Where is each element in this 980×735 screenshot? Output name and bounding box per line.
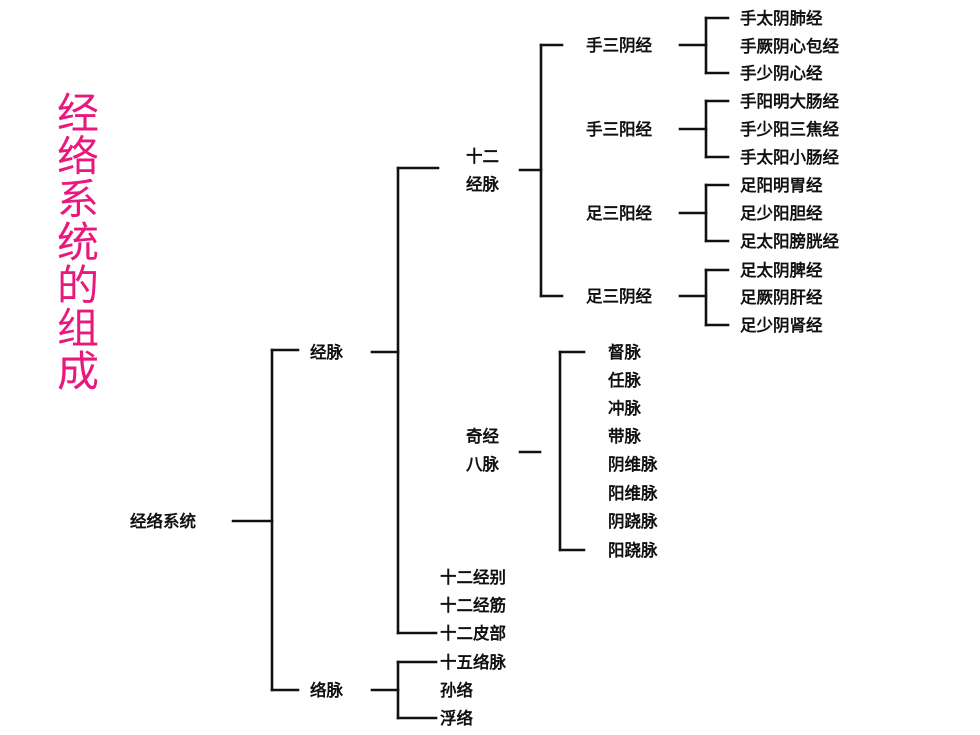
node-shou-san-yin: 手三阴经 [586, 35, 653, 55]
leaf-shou-shaoyang: 手少阳三焦经 [740, 119, 840, 139]
leaf-sun-luo: 孙络 [440, 680, 474, 700]
leaf-zu-shaoyang: 足少阳胆经 [740, 203, 823, 223]
leaf-shou-shaoyin: 手少阴心经 [740, 63, 823, 83]
leaf-zu-jueyin: 足厥阴肝经 [740, 287, 823, 307]
connector-lines [231, 16, 730, 720]
leaf-shier-jingjin: 十二经筋 [440, 595, 506, 615]
node-zu-san-yang: 足三阳经 [586, 203, 653, 223]
leaf-zu-taiyin: 足太阴脾经 [740, 260, 823, 280]
leaf-shou-yangming: 手阳明大肠经 [740, 91, 840, 111]
node-qijing-bamai-line1: 奇经 [466, 426, 500, 446]
leaf-chong-mai: 冲脉 [608, 398, 642, 418]
leaf-group-shou-san-yang: 手阳明大肠经 手少阳三焦经 手太阳小肠经 [740, 91, 840, 167]
leaf-shiwu-luomai: 十五络脉 [440, 652, 507, 672]
root-node: 经络系统 [130, 511, 197, 531]
leaf-group-jingmai-others: 十二经别 十二经筋 十二皮部 [440, 567, 507, 643]
leaf-yinwei-mai: 阴维脉 [608, 454, 658, 474]
leaf-yinqiao-mai: 阴跷脉 [608, 511, 658, 531]
leaf-ren-mai: 任脉 [607, 370, 642, 390]
leaf-dai-mai: 带脉 [608, 426, 642, 446]
leaf-yangwei-mai: 阳维脉 [608, 483, 658, 503]
node-jingmai: 经脉 [310, 342, 344, 362]
leaf-du-mai: 督脉 [608, 342, 642, 362]
leaf-group-zu-san-yang: 足阳明胃经 足少阳胆经 足太阳膀胱经 [740, 175, 840, 251]
leaf-shier-jingbie: 十二经别 [440, 567, 506, 587]
leaf-zu-yangming: 足阳明胃经 [740, 175, 823, 195]
leaf-yangqiao-mai: 阳跷脉 [608, 540, 658, 560]
side-title: 经络系统的组成 [56, 89, 99, 396]
node-qijing-bamai-line2: 八脉 [466, 454, 500, 474]
leaf-group-luomai: 十五络脉 孙络 浮络 [440, 652, 507, 728]
leaf-shier-pibu: 十二皮部 [440, 623, 507, 643]
leaf-shou-taiyang: 手太阳小肠经 [740, 147, 840, 167]
node-zu-san-yin: 足三阴经 [586, 286, 653, 306]
leaf-group-shou-san-yin: 手太阴肺经 手厥阴心包经 手少阴心经 [740, 8, 840, 83]
leaf-group-qijing-bamai: 督脉 任脉 冲脉 带脉 阴维脉 阳维脉 阴跷脉 阳跷脉 [607, 342, 658, 560]
node-shier-jingmai-line1: 十二 [466, 146, 499, 166]
node-shou-san-yang: 手三阳经 [586, 119, 653, 139]
node-luomai: 络脉 [310, 680, 344, 700]
leaf-shou-jueyin: 手厥阴心包经 [740, 36, 840, 56]
leaf-zu-taiyang: 足太阳膀胱经 [740, 231, 840, 251]
leaf-group-zu-san-yin: 足太阴脾经 足厥阴肝经 足少阴肾经 [740, 260, 823, 335]
leaf-fu-luo: 浮络 [440, 708, 474, 728]
leaf-zu-shaoyin: 足少阴肾经 [740, 315, 823, 335]
node-shier-jingmai-line2: 经脉 [466, 174, 500, 194]
leaf-shou-taiyin: 手太阴肺经 [740, 8, 823, 28]
